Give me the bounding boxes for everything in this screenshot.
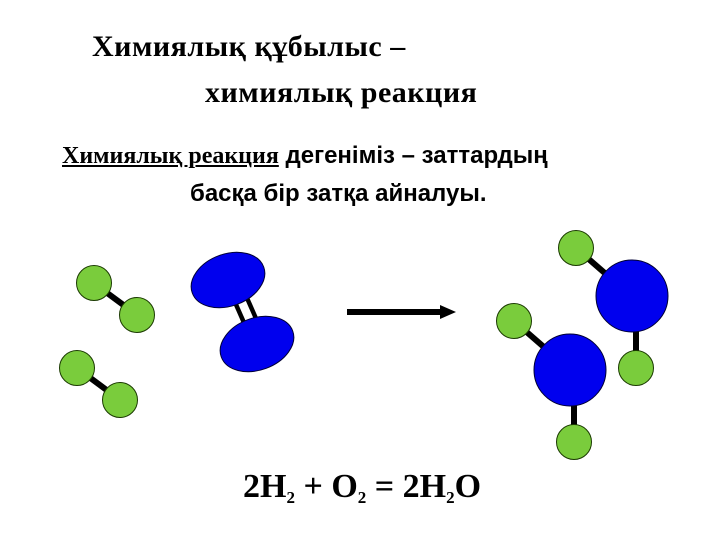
title-line-2: химиялық реакция xyxy=(205,76,478,109)
eq-term-2: + O xyxy=(294,468,358,505)
water-molecule-1 xyxy=(558,230,669,386)
hydrogen-molecule-2 xyxy=(59,350,138,418)
reaction-arrow-icon xyxy=(347,305,456,319)
eq-sub-2: 2 xyxy=(357,488,367,507)
eq-sub-1: 2 xyxy=(286,488,295,507)
oxygen-molecule xyxy=(190,251,295,373)
hydrogen-molecule-1 xyxy=(76,265,155,333)
definition-line-2: басқа бір затқа айналуы. xyxy=(190,180,487,207)
definition-text: дегеніміз – заттардың xyxy=(278,142,548,169)
eq-term-3: = 2H xyxy=(366,468,447,505)
eq-sub-3: 2 xyxy=(446,488,455,507)
chemical-equation: 2H2 + O2 = 2H2O xyxy=(243,468,481,508)
eq-term-4: O xyxy=(454,468,482,505)
eq-term-1: 2H xyxy=(243,468,287,505)
water-molecule-2 xyxy=(496,303,607,460)
title-line-1: Химиялық құбылыс – xyxy=(92,30,406,63)
definition-line-1: Химиялық реакция дегеніміз – заттардың xyxy=(62,136,548,176)
definition-term: Химиялық реакция xyxy=(62,143,279,169)
